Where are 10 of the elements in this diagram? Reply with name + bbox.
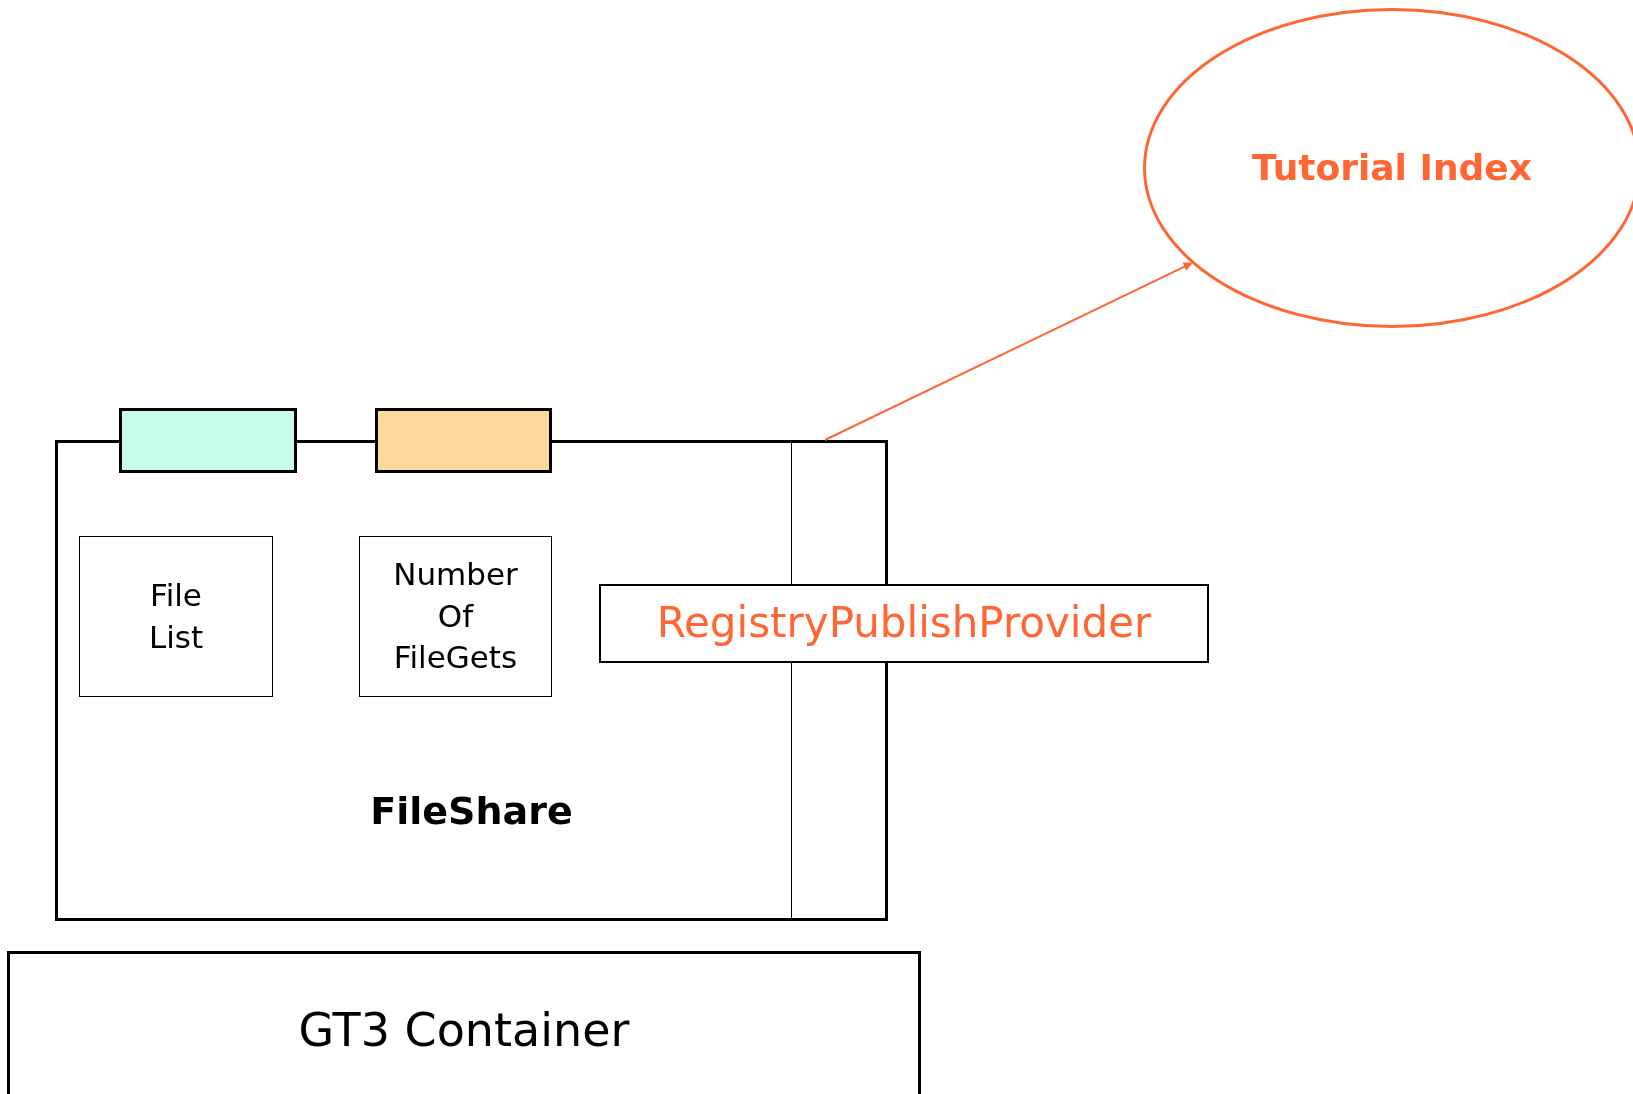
container-box: GT3 Container xyxy=(7,951,921,1094)
node-label: FileShare xyxy=(370,787,573,835)
port-box xyxy=(375,408,552,473)
field-box: File List xyxy=(79,536,273,697)
port-box xyxy=(119,408,297,473)
ellipse-node xyxy=(1143,8,1633,328)
node-label: Tutorial Index xyxy=(1252,145,1532,190)
provider-box: RegistryPublishProvider xyxy=(599,584,1209,663)
field-box: Number Of FileGets xyxy=(359,536,552,697)
arrow xyxy=(823,262,1193,441)
